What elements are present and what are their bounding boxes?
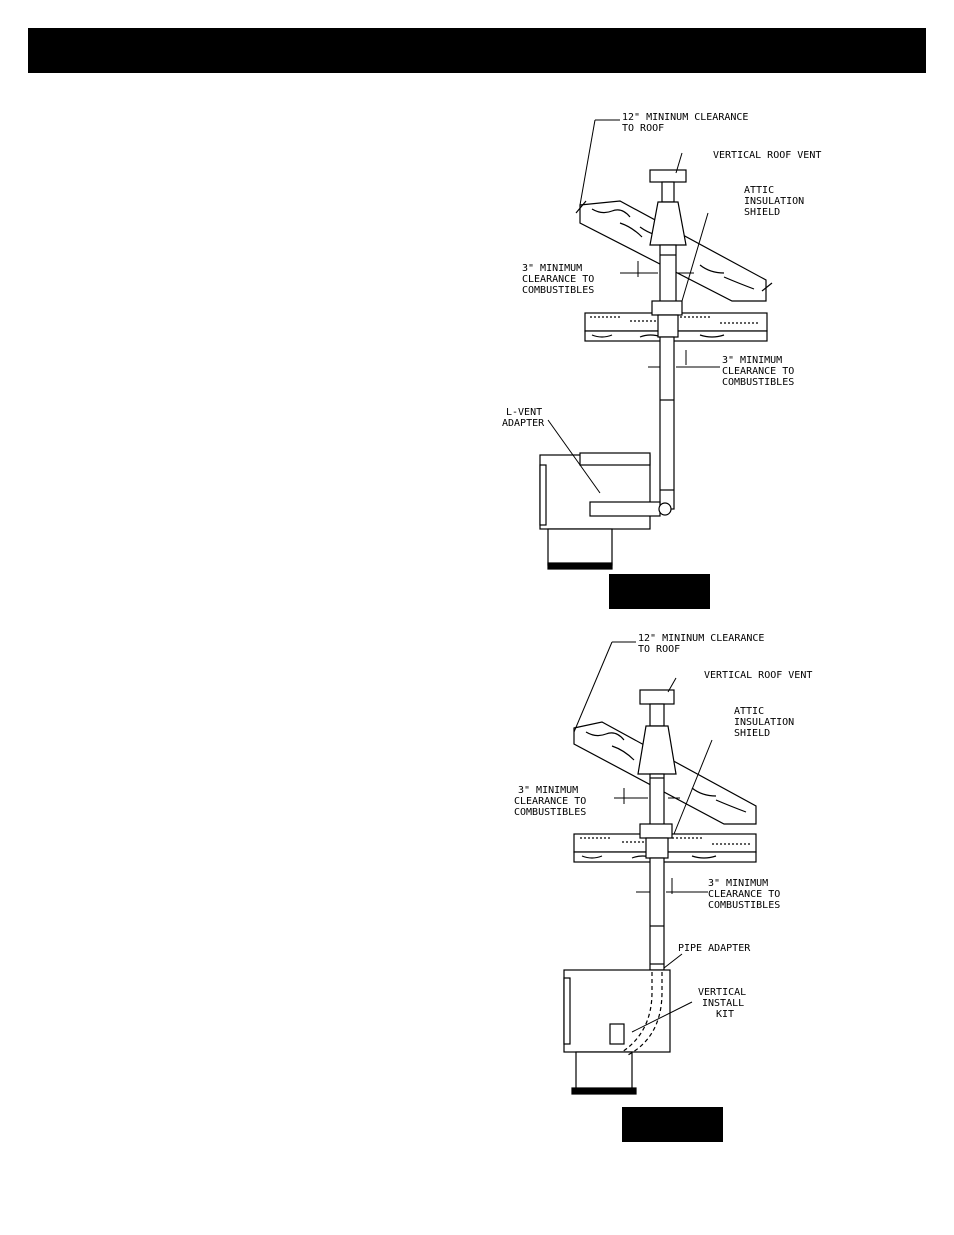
stove-unit (539, 452, 672, 570)
comb-left-label: 3" MINIMUM (522, 263, 582, 274)
roof-vent-label: VERTICAL ROOF VENT (713, 150, 821, 161)
roof-clearance-label: 12" MININUM CLEARANCE (638, 633, 764, 644)
roof-clearance-label: 12" MININUM CLEARANCE (622, 112, 748, 123)
vent-pipe (639, 773, 673, 971)
comb-right-label-2: CLEARANCE TO (722, 366, 794, 377)
comb-right-label-3: COMBUSTIBLES (722, 377, 794, 388)
clearance-lines (573, 641, 713, 1033)
figure-2-diagram: 12" MININUM CLEARANCE TO ROOF VERTICAL R… (512, 628, 840, 1096)
comb-right-label: 3" MINIMUM (722, 355, 782, 366)
figure-1-svg: 12" MININUM CLEARANCE TO ROOF VERTICAL R… (502, 112, 821, 570)
pipe-adapter-label: PIPE ADAPTER (678, 943, 751, 954)
comb-right-label-3: COMBUSTIBLES (708, 900, 780, 911)
install-kit-label: VERTICAL (698, 987, 746, 998)
figure-2-svg: 12" MININUM CLEARANCE TO ROOF VERTICAL R… (514, 633, 812, 1095)
figure-1-caption (609, 574, 710, 609)
l-vent-adapter-label-2: ADAPTER (502, 418, 545, 429)
clearance-lines (547, 119, 720, 494)
comb-left-label-2: CLEARANCE TO (522, 274, 594, 285)
attic-shield-label: ATTIC (744, 185, 774, 196)
roof-vent-label: VERTICAL ROOF VENT (704, 670, 812, 681)
figure-1-diagram: 12" MININUM CLEARANCE TO ROOF VERTICAL R… (500, 105, 852, 575)
attic-shield-label-3: SHIELD (744, 207, 780, 218)
section-header-bar (28, 28, 926, 73)
roof-clearance-label-2: TO ROOF (622, 123, 664, 134)
roof-vent-cap (649, 169, 687, 246)
install-kit-label-3: KIT (716, 1009, 734, 1020)
stove-unit (563, 969, 671, 1095)
roof-clearance-label-2: TO ROOF (638, 644, 680, 655)
comb-left-label-2: CLEARANCE TO (514, 796, 586, 807)
attic-shield-label: ATTIC (734, 706, 764, 717)
comb-right-label: 3" MINIMUM (708, 878, 768, 889)
install-kit-label-2: INSTALL (702, 998, 744, 1009)
roof-vent-cap (637, 689, 677, 775)
vent-pipe (651, 244, 683, 510)
attic-shield-label-3: SHIELD (734, 728, 770, 739)
comb-left-label: 3" MINIMUM (518, 785, 578, 796)
comb-left-label-3: COMBUSTIBLES (514, 807, 586, 818)
comb-right-label-2: CLEARANCE TO (708, 889, 780, 900)
attic-shield-label-2: INSULATION (734, 717, 794, 728)
comb-left-label-3: COMBUSTIBLES (522, 285, 594, 296)
attic-shield-label-2: INSULATION (744, 196, 804, 207)
figure-2-caption (622, 1107, 723, 1142)
l-vent-adapter-label: L-VENT (506, 407, 542, 418)
